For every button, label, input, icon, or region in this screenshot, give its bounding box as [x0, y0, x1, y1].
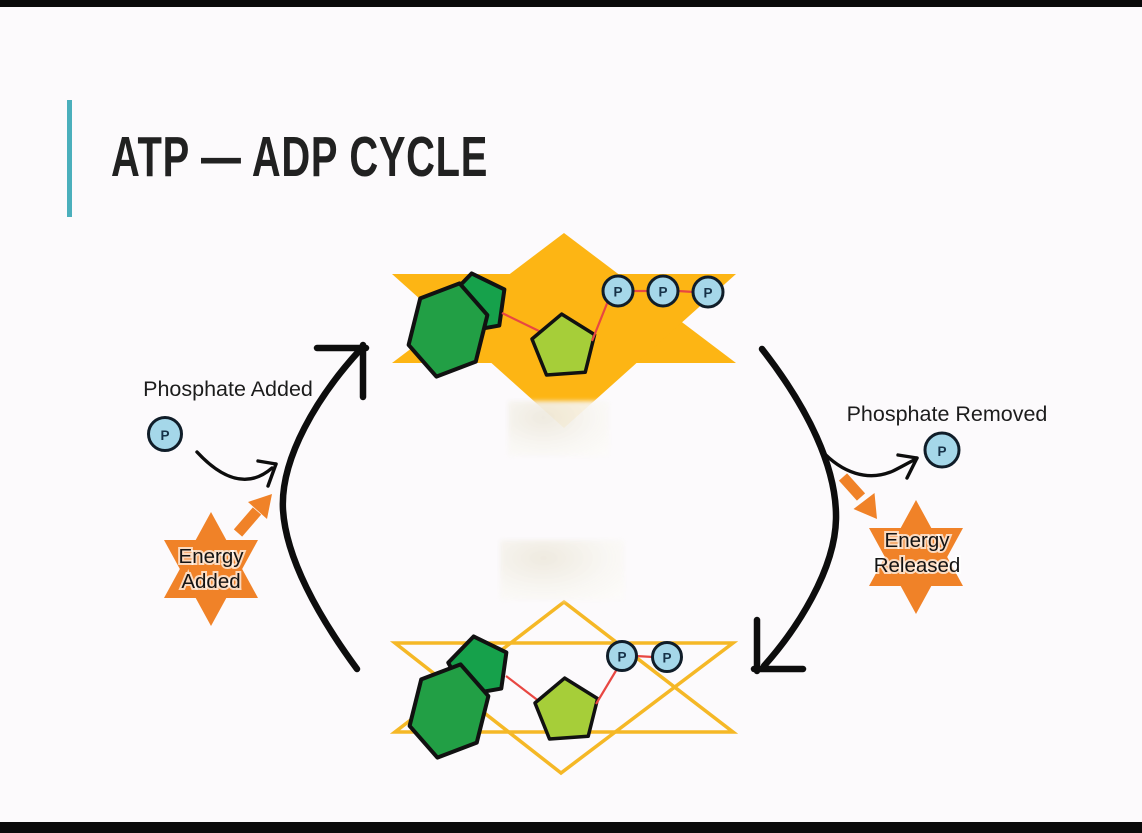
atp-p1-label: P — [613, 285, 622, 300]
phosphate-added-arrow-head-b — [266, 462, 278, 488]
energy-released-word1: Energy — [885, 529, 951, 552]
atp-ribose-pentagon — [530, 312, 597, 377]
free-phosphate-left — [147, 416, 183, 452]
adp-phosphate-1 — [606, 640, 638, 672]
adp-bond-p1-p2 — [635, 654, 654, 659]
slide-title: ATP — ADP CYCLE — [111, 125, 489, 189]
energy-released-arrow-head — [853, 493, 877, 519]
letterbox-top — [0, 0, 1142, 7]
free-phosphate-left-label: P — [160, 428, 169, 443]
free-phosphate-right — [923, 431, 961, 469]
adp-bond-ribose-phosphate — [595, 668, 618, 705]
energy-added-word2: Added — [181, 570, 240, 593]
energy-added-star-down — [164, 540, 258, 626]
energy-added-arrow-head — [248, 494, 272, 519]
adp-adenine-hexagon — [407, 662, 491, 760]
adp-phosphate-2 — [651, 641, 683, 673]
hidden-label-patch-adp[interactable] — [500, 540, 624, 600]
phosphate-added-group: Phosphate Added P Energy Added — [143, 377, 313, 626]
phosphate-removed-arrow-head-b — [905, 456, 919, 480]
adp-molecule: P P — [389, 599, 739, 776]
atp-phosphate-1 — [601, 274, 635, 308]
atp-molecule: P P P — [392, 233, 736, 428]
cycle-arrow-up-shaft — [279, 347, 363, 673]
energy-added-word1: Energy — [179, 545, 245, 568]
energy-released-word2: Released — [874, 554, 961, 577]
phosphate-removed-group: Phosphate Removed P Energy Released — [819, 402, 1048, 614]
title-accent-bar — [67, 100, 72, 217]
energy-released-star-down — [869, 528, 963, 614]
atp-phosphate-2 — [646, 274, 680, 308]
energy-released-arrow-shaft — [838, 473, 866, 501]
energy-added-arrow-shaft — [233, 507, 262, 537]
letterbox-bottom — [0, 822, 1142, 833]
phosphate-added-label: Phosphate Added — [143, 377, 313, 401]
adp-p2-label: P — [662, 651, 671, 666]
atp-p2-label: P — [658, 285, 667, 300]
hidden-label-patch-atp[interactable] — [508, 401, 609, 456]
adp-bond-adenine-ribose — [505, 675, 541, 703]
atp-adenine-hexagon — [406, 281, 490, 379]
phosphate-removed-arrow-head-a — [896, 453, 919, 460]
free-phosphate-right-label: P — [937, 444, 946, 459]
atp-phosphate-3 — [691, 275, 725, 309]
atp-bond-ribose-phosphate — [590, 300, 610, 342]
cycle-arrow-down-shaft — [758, 345, 840, 670]
phosphate-removed-label: Phosphate Removed — [847, 402, 1048, 426]
cycle-arrow-down-right — [750, 345, 840, 675]
phosphate-added-arrow-head-a — [256, 459, 278, 466]
phosphate-removed-arrow-shaft — [819, 448, 916, 478]
energy-released-arrow — [838, 473, 877, 519]
cycle-arrow-up-left — [279, 341, 370, 673]
adp-ribose-pentagon — [533, 676, 600, 741]
phosphate-added-arrow-shaft — [195, 450, 274, 481]
atp-bond-adenine-ribose — [501, 312, 542, 333]
phosphate-added-arrow — [195, 450, 278, 488]
atp-p3-label: P — [703, 286, 712, 301]
atp-bond-p2-p3 — [677, 289, 695, 294]
energy-added-arrow — [233, 494, 272, 537]
adp-p1-label: P — [617, 650, 626, 665]
phosphate-removed-arrow — [819, 448, 919, 480]
